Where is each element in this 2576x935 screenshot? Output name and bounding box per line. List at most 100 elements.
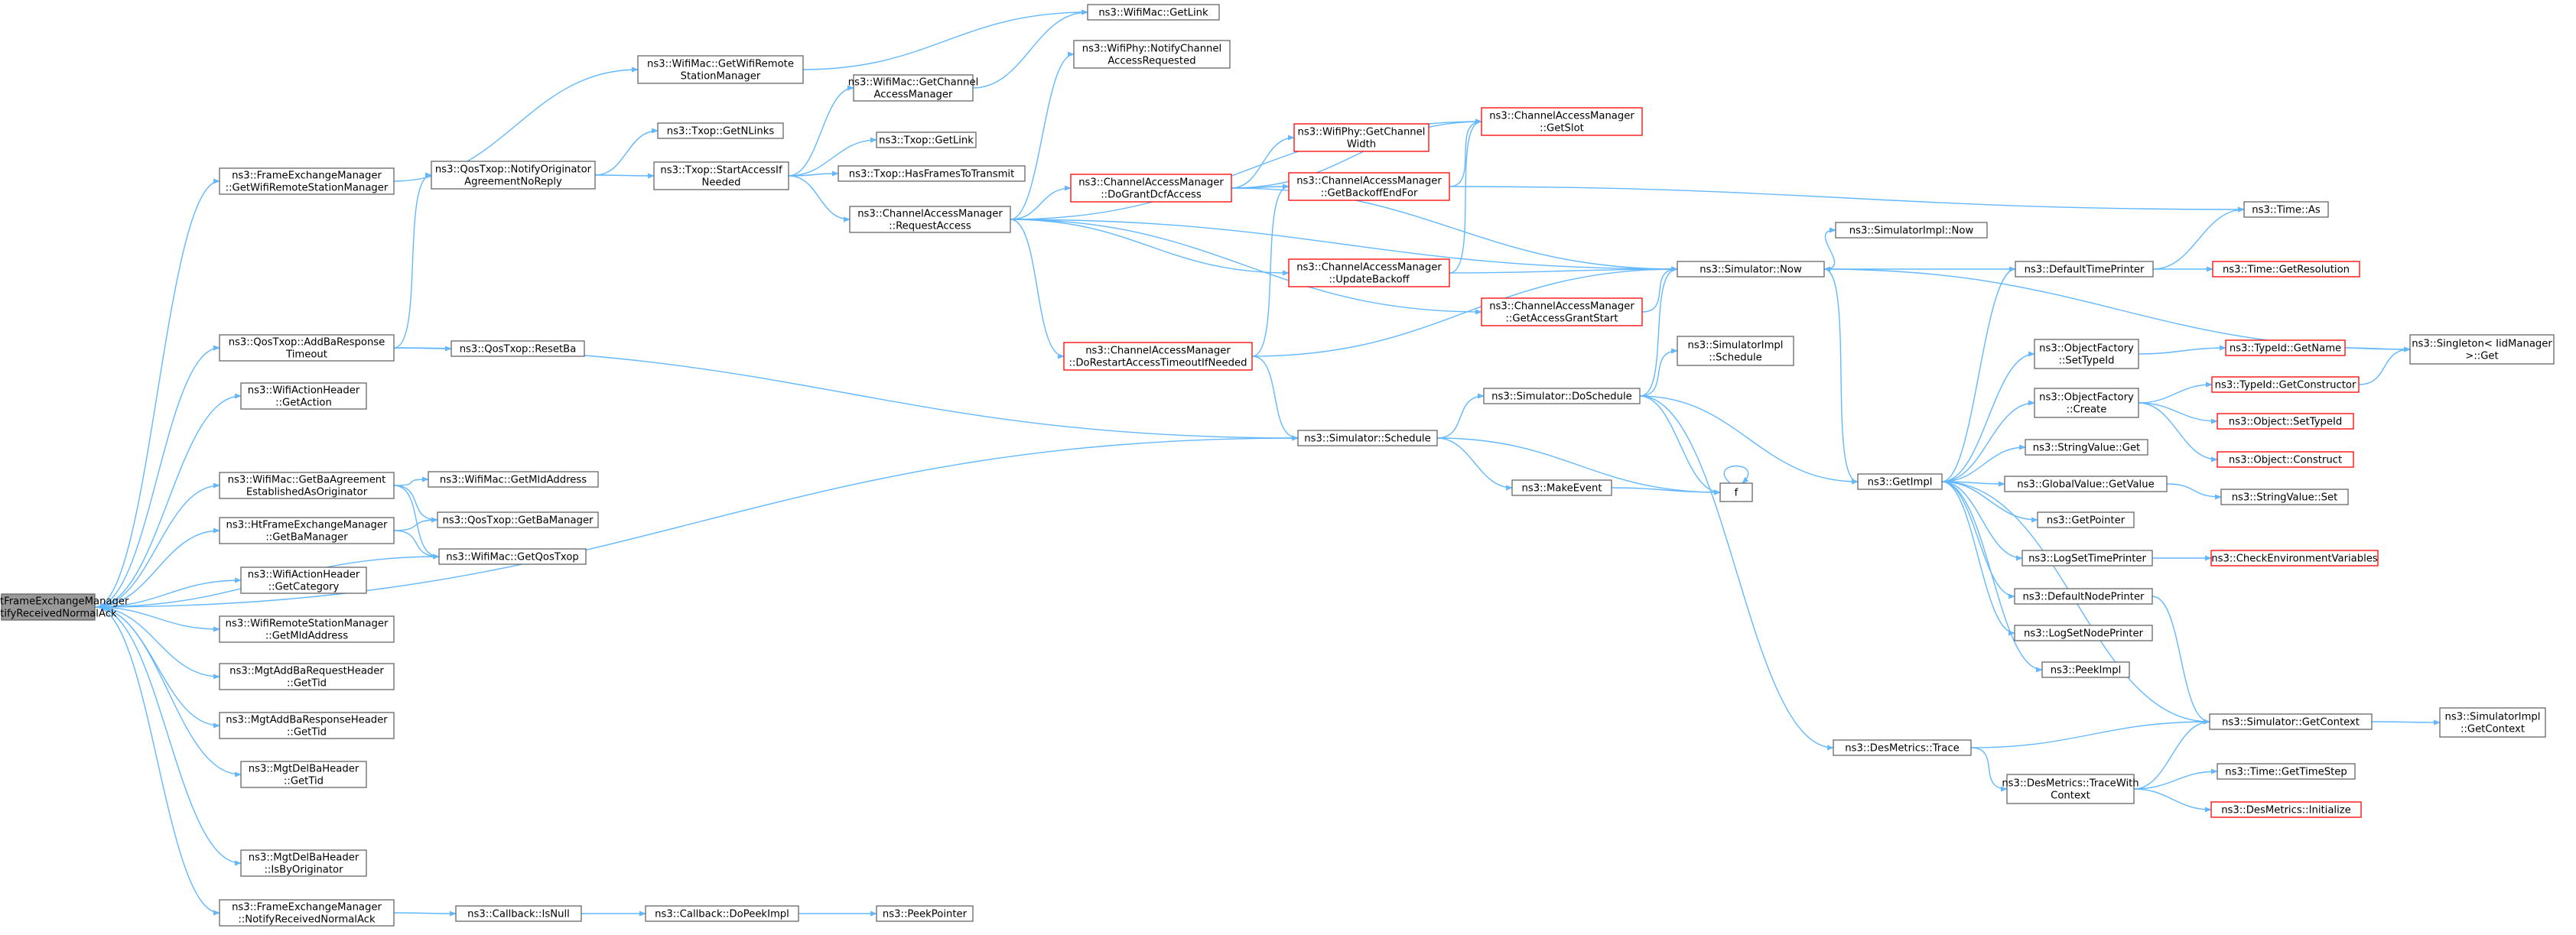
node-get-impl[interactable]: ns3::GetImpl <box>1857 473 1943 490</box>
node-global-value-get-value[interactable]: ns3::GlobalValue::GetValue <box>2004 476 2168 492</box>
node-cam-get-slot[interactable]: ns3::ChannelAccessManager::GetSlot <box>1481 107 1643 136</box>
node-sim-impl-schedule[interactable]: ns3::SimulatorImpl::Schedule <box>1677 336 1794 366</box>
node-label: ns3::Simulator::Now <box>1699 265 1802 276</box>
node-sim-impl-get-context[interactable]: ns3::SimulatorImpl::GetContext <box>2439 707 2546 738</box>
node-sim-schedule[interactable]: ns3::Simulator::Schedule <box>1297 430 1438 446</box>
node-fem-get-wrsm[interactable]: ns3::FrameExchangeManager::GetWifiRemote… <box>219 167 395 195</box>
node-cam-get-backoff-end[interactable]: ns3::ChannelAccessManager::GetBackoffEnd… <box>1288 172 1450 201</box>
edge-get-impl-to-log-set-time-printer <box>1941 481 2023 561</box>
node-wm-get-ba-agr[interactable]: ns3::WifiMac::GetBaAgreementEstablishedA… <box>219 472 395 499</box>
node-sim-now[interactable]: ns3::Simulator::Now <box>1677 261 1825 278</box>
node-box <box>1857 473 1943 490</box>
node-get-pointer[interactable]: ns3::GetPointer <box>2037 511 2135 528</box>
node-label: ns3::QosTxop::NotifyOriginator <box>435 164 592 176</box>
node-wah-get-category[interactable]: ns3::WifiActionHeader::GetCategory <box>240 567 367 594</box>
node-label: ns3::LogSetTimePrinter <box>2028 554 2146 565</box>
node-label: ns3::StringValue::Set <box>2232 492 2338 504</box>
node-root[interactable]: ns3::HtFrameExchangeManager::NotifyRecei… <box>0 593 129 621</box>
node-peek-impl[interactable]: ns3::PeekImpl <box>2041 661 2130 678</box>
node-time-as[interactable]: ns3::Time::As <box>2243 201 2329 218</box>
node-wm-get-mld-addr[interactable]: ns3::WifiMac::GetMldAddress <box>428 471 599 488</box>
node-time-get-resolution[interactable]: ns3::Time::GetResolution <box>2212 261 2360 278</box>
node-of-create[interactable]: ns3::ObjectFactory::Create <box>2034 388 2139 418</box>
node-qos-txop-get-ba-mgr[interactable]: ns3::QosTxop::GetBaManager <box>437 511 599 528</box>
node-dm-initialize[interactable]: ns3::DesMetrics::Initialize <box>2210 801 2362 818</box>
edge-sim-schedule-to-sim-do-schedule <box>1436 393 1485 439</box>
node-sim-impl-now[interactable]: ns3::SimulatorImpl::Now <box>1835 222 1988 239</box>
node-qos-txop-notify[interactable]: ns3::QosTxop::NotifyOriginatorAgreementN… <box>431 161 596 190</box>
node-string-value-get[interactable]: ns3::StringValue::Get <box>2025 439 2148 456</box>
edge-root-to-sim-schedule <box>94 435 1299 608</box>
node-cam-do-restart[interactable]: ns3::ChannelAccessManager::DoRestartAcce… <box>1063 342 1253 371</box>
node-box <box>1293 123 1429 152</box>
node-ht-fem-get-ba-mgr[interactable]: ns3::HtFrameExchangeManager::GetBaManage… <box>219 517 395 544</box>
node-time-get-time-step[interactable]: ns3::Time::GetTimeStep <box>2217 763 2356 780</box>
node-wrsm-get-mld[interactable]: ns3::WifiRemoteStationManager::GetMldAdd… <box>219 615 395 643</box>
node-object-set-type-id[interactable]: ns3::Object::SetTypeId <box>2217 413 2354 430</box>
node-label: ns3::WifiRemoteStationManager <box>226 618 389 630</box>
node-wm-get-wrsm[interactable]: ns3::WifiMac::GetWifiRemoteStationManage… <box>637 55 804 84</box>
node-default-node-printer[interactable]: ns3::DefaultNodePrinter <box>2014 588 2153 605</box>
node-check-env-vars[interactable]: ns3::CheckEnvironmentVariables <box>2210 550 2379 567</box>
edge-dm-trace-with-context-to-time-get-time-step <box>2133 768 2218 790</box>
node-wp-notify-channel[interactable]: ns3::WifiPhy::NotifyChannelAccessRequest… <box>1073 40 1231 69</box>
node-label: ns3::PeekPointer <box>883 909 968 920</box>
node-cb-do-peek-impl[interactable]: ns3::Callback::DoPeekImpl <box>645 905 799 922</box>
node-mgt-del-is-by-orig[interactable]: ns3::MgtDelBaHeader::IsByOriginator <box>240 849 367 877</box>
node-type-id-get-constructor[interactable]: ns3::TypeId::GetConstructor <box>2211 376 2360 393</box>
node-box <box>219 899 395 927</box>
node-cam-update-backoff[interactable]: ns3::ChannelAccessManager::UpdateBackoff <box>1288 258 1450 287</box>
node-f[interactable]: f <box>1719 482 1753 502</box>
node-mgt-add-req-get-tid[interactable]: ns3::MgtAddBaRequestHeader::GetTid <box>219 663 395 690</box>
node-fem-notify-recv[interactable]: ns3::FrameExchangeManager::NotifyReceive… <box>219 899 395 927</box>
node-label: ns3::Txop::GetNLinks <box>667 126 775 138</box>
node-qos-txop-reset-ba[interactable]: ns3::QosTxop::ResetBa <box>450 340 585 357</box>
node-log-set-time-printer[interactable]: ns3::LogSetTimePrinter <box>2021 550 2153 567</box>
node-label: ::GetCategory <box>268 582 340 593</box>
edge-sim-do-schedule-to-sim-now <box>1639 266 1678 397</box>
node-label: ns3::MgtDelBaHeader <box>249 764 359 775</box>
node-sim-do-schedule[interactable]: ns3::Simulator::DoSchedule <box>1483 388 1641 404</box>
node-txop-get-nlinks[interactable]: ns3::Txop::GetNLinks <box>657 122 784 139</box>
edge-cam-do-grant-to-wp-get-channel-width <box>1231 135 1295 189</box>
node-peek-pointer[interactable]: ns3::PeekPointer <box>876 905 974 922</box>
node-box <box>428 471 599 488</box>
node-label: ns3::WifiPhy::NotifyChannel <box>1082 44 1221 55</box>
node-sim-get-context[interactable]: ns3::Simulator::GetContext <box>2209 713 2373 730</box>
node-cam-do-grant[interactable]: ns3::ChannelAccessManager::DoGrantDcfAcc… <box>1070 174 1232 203</box>
node-of-set-type-id[interactable]: ns3::ObjectFactory::SetTypeId <box>2034 339 2139 369</box>
node-box <box>876 905 974 922</box>
node-cam-request-access[interactable]: ns3::ChannelAccessManager::RequestAccess <box>849 206 1011 233</box>
node-cb-is-null[interactable]: ns3::Callback::IsNull <box>455 905 582 922</box>
node-wah-get-action[interactable]: ns3::WifiActionHeader::GetAction <box>240 382 367 410</box>
node-cam-get-access-grant[interactable]: ns3::ChannelAccessManager::GetAccessGran… <box>1481 297 1643 326</box>
node-des-metrics-trace[interactable]: ns3::DesMetrics::Trace <box>1833 739 1972 756</box>
node-wm-get-qos-txop[interactable]: ns3::WifiMac::GetQosTxop <box>438 548 587 565</box>
node-txop-get-link[interactable]: ns3::Txop::GetLink <box>876 131 977 148</box>
node-log-set-node-printer[interactable]: ns3::LogSetNodePrinter <box>2014 625 2153 641</box>
node-wm-get-link[interactable]: ns3::WifiMac::GetLink <box>1087 4 1220 21</box>
node-label: ::RequestAccess <box>889 221 971 232</box>
node-box <box>240 761 367 788</box>
edge-get-impl-to-of-set-type-id <box>1941 351 2035 482</box>
node-txop-has-frames[interactable]: ns3::Txop::HasFramesToTransmit <box>838 165 1026 182</box>
node-mgt-del-get-tid[interactable]: ns3::MgtDelBaHeader::GetTid <box>240 761 367 788</box>
node-mgt-add-resp-get-tid[interactable]: ns3::MgtAddBaResponseHeader::GetTid <box>219 712 395 739</box>
node-object-construct[interactable]: ns3::Object::Construct <box>2217 451 2354 468</box>
edge-cam-do-restart-to-sim-now <box>1251 266 1678 357</box>
node-string-value-set[interactable]: ns3::StringValue::Set <box>2220 489 2349 505</box>
node-box <box>1719 482 1753 502</box>
edge-root-to-wah-get-category <box>94 577 242 608</box>
node-make-event[interactable]: ns3::MakeEvent <box>1511 479 1612 496</box>
node-type-id-get-name[interactable]: ns3::TypeId::GetName <box>2225 339 2346 356</box>
edge-cam-do-grant-to-cam-get-slot <box>1231 118 1482 189</box>
node-singleton-get[interactable]: ns3::Singleton< IidManager>::Get <box>2409 334 2555 365</box>
node-default-time-printer[interactable]: ns3::DefaultTimePrinter <box>2015 261 2154 278</box>
edge-sim-schedule-to-make-event <box>1436 437 1513 491</box>
